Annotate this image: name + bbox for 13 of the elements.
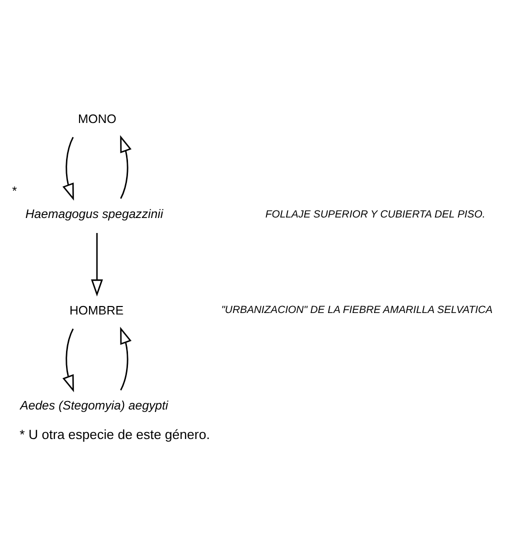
node-text: Aedes (Stegomyia) aegypti — [20, 398, 168, 413]
arrow — [90, 232, 103, 297]
label: FOLLAJE SUPERIOR Y CUBIERTA DEL PISO. — [265, 209, 486, 220]
node-text: MONO — [78, 112, 116, 126]
label: "URBANIZACION" DE LA FIEBRE AMARILLA SELVATICA — [221, 305, 493, 316]
node-text: HOMBRE — [69, 304, 124, 318]
node-text: Haemagogus spegazzinii — [25, 206, 164, 221]
caption: * U otra especie de este género. — [20, 426, 210, 442]
arrow — [120, 326, 132, 390]
arrow — [120, 135, 132, 199]
arrow — [62, 136, 74, 201]
node-label: * — [12, 184, 17, 198]
arrow — [62, 328, 74, 392]
